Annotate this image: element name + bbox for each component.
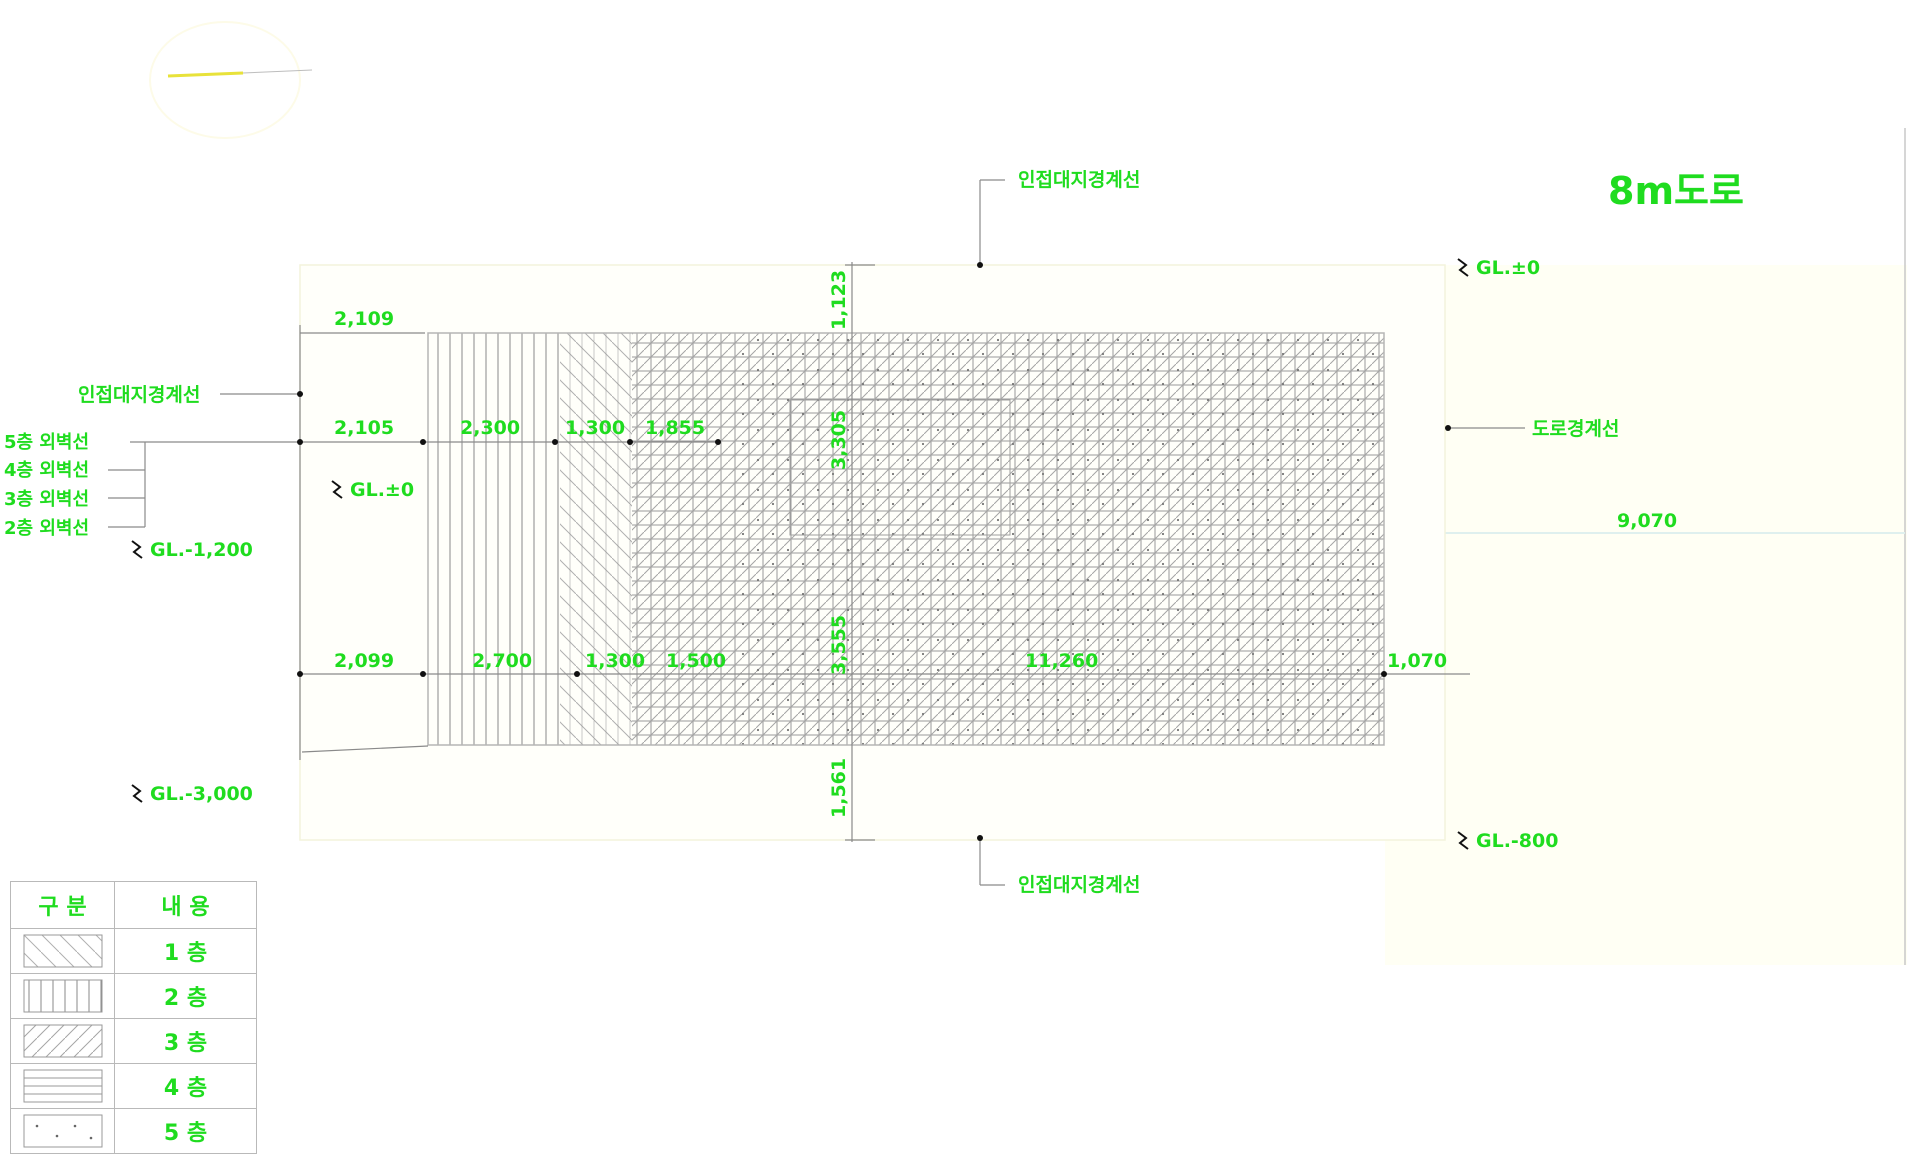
floor-legend-table: 구 분 내 용 1 층 2 층 3 층 4 층 <box>10 881 257 1154</box>
legend-label: 1 층 <box>114 928 257 974</box>
legend-header-row: 구 분 내 용 <box>10 881 257 929</box>
legend-label: 5 층 <box>114 1108 257 1154</box>
legend-swatch-dots <box>10 1108 115 1154</box>
floor-outline-5: 5층 외벽선 <box>4 432 89 453</box>
legend-swatch-diagonal-light <box>10 928 115 974</box>
level-gl-top-right: GL.±0 <box>1476 257 1540 279</box>
level-symbols <box>131 258 1469 850</box>
building-footprint <box>427 332 1385 746</box>
legend-label: 3 층 <box>114 1018 257 1064</box>
legend-row: 2 층 <box>10 973 257 1019</box>
road-boundary-label: 도로경계선 <box>1532 418 1619 440</box>
dim-bot-2700: 2,700 <box>472 650 532 672</box>
level-gl-left: GL.±0 <box>350 479 414 501</box>
level-gl-minus-1200: GL.-1,200 <box>150 539 253 561</box>
dim-bot-1300: 1,300 <box>585 650 645 672</box>
legend-swatch-horizontal <box>10 1063 115 1109</box>
dim-mid-1300: 1,300 <box>565 417 625 439</box>
dim-mid-2300: 2,300 <box>460 417 520 439</box>
legend-label: 2 층 <box>114 973 257 1019</box>
road-area <box>1385 128 1907 965</box>
legend-row: 3 층 <box>10 1018 257 1064</box>
legend-row: 5 층 <box>10 1108 257 1154</box>
dim-vert-3555: 3,555 <box>828 615 850 675</box>
dim-bot-2099: 2,099 <box>334 650 394 672</box>
dimension-lines <box>108 179 1525 886</box>
dim-vert-1123: 1,123 <box>828 270 850 330</box>
legend-swatch-diagonal <box>10 1018 115 1064</box>
floor-outline-4: 4층 외벽선 <box>4 460 89 481</box>
legend-row: 1 층 <box>10 928 257 974</box>
dim-top-2109: 2,109 <box>334 308 394 330</box>
dimension-dots <box>297 262 1451 841</box>
legend-header-content: 내 용 <box>114 881 257 929</box>
floor-outline-2: 2층 외벽선 <box>4 518 89 539</box>
drawing-labels: 8m도로 인접대지경계선 인접대지경계선 인접대지경계선 도로경계선 GL.±0… <box>4 169 1744 896</box>
boundary-bottom-label: 인접대지경계선 <box>1018 874 1140 896</box>
legend-swatch-vertical <box>10 973 115 1019</box>
boundary-left-label: 인접대지경계선 <box>78 384 200 406</box>
dim-right-9070: 9,070 <box>1617 510 1677 532</box>
legend-row: 4 층 <box>10 1063 257 1109</box>
dim-bot-11260: 11,260 <box>1025 650 1098 672</box>
level-gl-minus-800: GL.-800 <box>1476 830 1558 852</box>
floor-outline-3: 3층 외벽선 <box>4 489 89 510</box>
road-title: 8m도로 <box>1608 169 1744 213</box>
boundary-top-label: 인접대지경계선 <box>1018 169 1140 191</box>
dim-vert-3305: 3,305 <box>828 410 850 470</box>
level-gl-minus-3000: GL.-3,000 <box>150 783 253 805</box>
legend-header-category: 구 분 <box>10 881 115 929</box>
dim-bot-1070: 1,070 <box>1387 650 1447 672</box>
dim-mid-2105: 2,105 <box>334 417 394 439</box>
dim-bot-1500: 1,500 <box>666 650 726 672</box>
dim-vert-1561: 1,561 <box>828 758 850 818</box>
dim-mid-1855: 1,855 <box>645 417 705 439</box>
legend-label: 4 층 <box>114 1063 257 1109</box>
orientation-mark <box>149 21 313 139</box>
